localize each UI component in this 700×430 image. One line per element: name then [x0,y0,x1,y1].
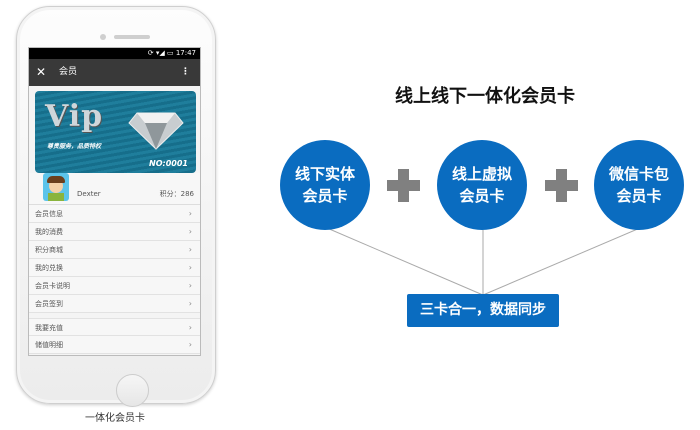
menu-item-my-consumption[interactable]: 我的消费 › [29,223,200,241]
page-title: 会员 [59,67,78,77]
circle-offline-card: 线下实体会员卡 [280,140,370,230]
status-time: 17:47 [175,49,196,57]
plus-icon [545,169,578,202]
connector-line [482,227,641,296]
menu-item-balance-detail[interactable]: 储值明细 › [29,336,200,354]
vip-logo: Vip [45,99,104,134]
circle-online-card: 线上虚拟会员卡 [437,140,527,230]
chevron-right-icon: › [188,227,192,236]
menu-item-points-mall[interactable]: 积分商城 › [29,241,200,259]
chevron-right-icon: › [188,299,192,308]
menu-label: 会员信息 [35,210,63,218]
menu-label: 我的消费 [35,228,63,236]
circle-text: 会员卡 [302,187,348,205]
chevron-right-icon: › [188,340,192,349]
circle-text: 会员卡 [616,187,662,205]
menu-item-card-info[interactable]: 会员卡说明 › [29,277,200,295]
phone-screen: ⟳ ▾◢ ▭ 17:47 ✕ 会员 ⋮ Vip 尊贵服务，品质特权 NO:000… [28,47,201,356]
vip-card[interactable]: Vip 尊贵服务，品质特权 NO:0001 [35,91,196,173]
card-number: NO:0001 [149,159,188,168]
home-button[interactable] [116,374,149,407]
phone-caption: 一体化会员卡 [85,413,145,424]
chevron-right-icon: › [188,281,192,290]
more-vertical-icon[interactable]: ⋮ [181,67,190,77]
status-bar: ⟳ ▾◢ ▭ 17:47 [29,48,200,59]
circle-wechat-card: 微信卡包会员卡 [594,140,684,230]
camera [100,34,106,40]
speaker [114,35,150,39]
menu-label: 我的兑换 [35,264,63,272]
chevron-right-icon: › [188,323,192,332]
menu-label: 会员卡说明 [35,282,70,290]
status-icons: ⟳ ▾◢ ▭ [147,49,176,57]
result-box: 三卡合一，数据同步 [407,294,559,327]
plus-icon [387,169,420,202]
avatar [43,173,69,201]
menu-label: 储值明细 [35,341,63,349]
chevron-right-icon: › [188,245,192,254]
user-name: Dexter [77,190,101,198]
menu-item-check-in[interactable]: 会员签到 › [29,295,200,313]
card-slogan: 尊贵服务，品质特权 [47,143,102,150]
menu-item-recharge[interactable]: 我要充值 › [29,318,200,336]
circle-text: 会员卡 [459,187,505,205]
diagram-title: 线上线下一体化会员卡 [395,86,575,107]
menu-label: 积分商城 [35,246,63,254]
connector-line [326,227,484,296]
close-icon[interactable]: ✕ [36,65,47,79]
points: 积分：286 [159,190,194,198]
circle-text: 线上虚拟 [451,165,512,183]
chevron-right-icon: › [188,209,192,218]
title-bar: ✕ 会员 ⋮ [29,59,200,86]
circle-text: 微信卡包 [608,165,669,183]
menu-item-my-exchange[interactable]: 我的兑换 › [29,259,200,277]
menu-label: 会员签到 [35,300,63,308]
diamond-icon [128,112,184,150]
chevron-right-icon: › [188,263,192,272]
menu-item-member-info[interactable]: 会员信息 › [29,205,200,223]
circle-text: 线下实体 [294,165,355,183]
menu-label: 我要充值 [35,324,63,332]
